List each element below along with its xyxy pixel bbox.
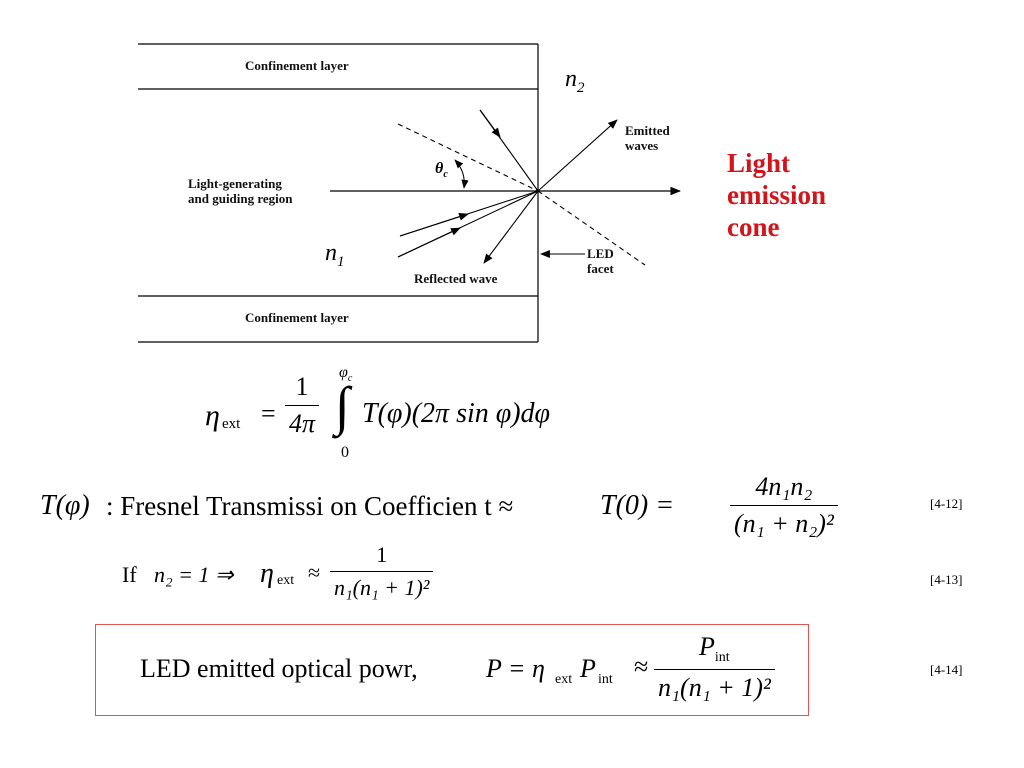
fresnel-fraction: 4n₁n₂(n₁ + n₂)² — [730, 472, 838, 539]
ray-incoming-lower-arrow-2 — [397, 227, 461, 258]
if-condition: n₂ = 1 ⇒ — [154, 562, 234, 587]
region-label-line1: Light-generating — [188, 176, 282, 191]
extension-dashed-line — [537, 190, 646, 266]
cone-line1: Light — [727, 148, 791, 178]
p-int-symbol: P — [580, 654, 596, 683]
emitted-line2: waves — [625, 138, 659, 153]
integral-sign: ∫ — [335, 376, 350, 436]
power-eta-sub: ext — [555, 672, 573, 687]
led-facet-diagram — [138, 43, 682, 343]
region-label: Light-generating and guiding region — [188, 176, 293, 206]
theta-c-label: θc — [435, 160, 448, 181]
ray-emitted — [537, 119, 618, 192]
ref-4-13: [4-13] — [930, 572, 963, 587]
eta-subscript-2: ext — [277, 573, 295, 588]
bottom-confinement-label: Confinement layer — [245, 310, 349, 325]
lower-limit: 0 — [341, 444, 349, 461]
theta-arc — [454, 159, 469, 189]
ray-incoming-lower-arrow-1 — [399, 212, 469, 237]
emitted-waves-label: Emitted waves — [625, 123, 670, 153]
if-word: If — [122, 562, 137, 587]
approx-sign: ≈ — [308, 560, 321, 585]
fresnel-text: : Fresnel Transmissi on Coefficien t ≈ — [106, 491, 514, 521]
n2-label: n2 — [565, 66, 585, 96]
fresnel-equation: T(φ) : Fresnel Transmissi on Coefficien … — [40, 472, 880, 556]
integrand: T(φ)(2π sin φ)dφ — [362, 398, 551, 429]
t-phi: T(φ) — [40, 490, 90, 521]
reflected-wave-label: Reflected wave — [414, 271, 498, 286]
cone-line2: emission — [727, 180, 827, 210]
t-zero: T(0) = — [600, 490, 675, 521]
upper-limit: φc — [339, 364, 353, 385]
ray-incoming-upper-arrow — [479, 109, 501, 138]
led-facet-label: LED facet — [587, 246, 614, 276]
power-approx: ≈ — [634, 652, 649, 681]
cone-line3: cone — [727, 212, 780, 242]
eta-subscript: ext — [222, 416, 241, 432]
light-emission-cone-label: Light emission cone — [727, 147, 826, 243]
eta-symbol: η — [205, 399, 220, 432]
emitted-line1: Emitted — [625, 123, 670, 138]
top-confinement-label: Confinement layer — [245, 58, 349, 73]
eta-symbol-2: η — [260, 558, 274, 589]
facet-line2: facet — [587, 261, 614, 276]
power-equation-box — [95, 624, 809, 716]
equals-sign: = — [261, 399, 276, 428]
power-text: LED emitted optical powr, — [140, 654, 418, 683]
power-eq: P = η — [486, 654, 545, 683]
ref-4-12: [4-12] — [930, 496, 963, 511]
ray-reflected — [483, 190, 539, 264]
ref-4-14: [4-14] — [930, 662, 963, 677]
facet-line1: LED — [587, 246, 614, 261]
power-equation: LED emitted optical powr, P = η ext P in… — [140, 628, 800, 714]
critical-angle-dashed-line — [397, 123, 539, 192]
n1-label: n1 — [325, 240, 345, 270]
p-int-sub: int — [598, 672, 613, 687]
region-label-line2: and guiding region — [188, 191, 293, 206]
